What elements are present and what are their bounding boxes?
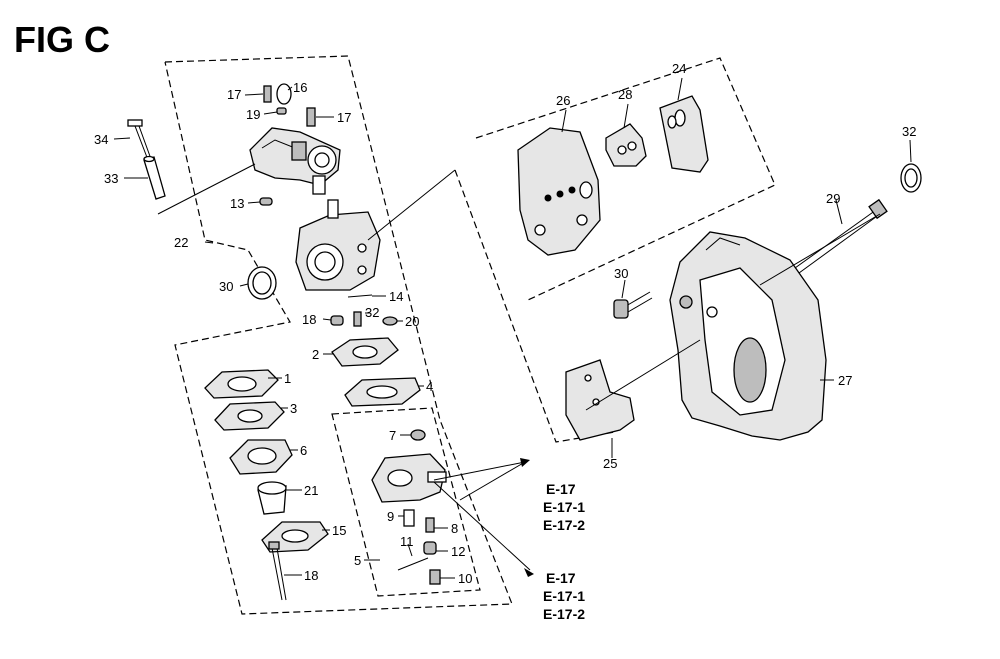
part-diaphragm-3 xyxy=(214,401,285,431)
callout-25: 25 xyxy=(603,456,617,471)
part-diaphragm-4 xyxy=(344,377,421,407)
callout-17b: 17 xyxy=(337,110,351,125)
callout-4: 4 xyxy=(426,379,433,394)
reference-upper: E-17 E-17-1 E-17-2 xyxy=(543,481,585,533)
part-22 xyxy=(382,316,398,326)
part-gasket-1 xyxy=(204,369,279,399)
ref-lower-1: E-17 xyxy=(546,570,576,586)
ref-lower-3: E-17-2 xyxy=(543,606,585,622)
part-spring-20 xyxy=(276,107,287,115)
part-19 xyxy=(330,315,344,326)
callout-35: 34 xyxy=(94,132,108,147)
callout-10: 10 xyxy=(458,571,472,586)
callout-24: 24 xyxy=(672,61,686,76)
ref-upper-1: E-17 xyxy=(546,481,576,497)
part-housing-27 xyxy=(669,231,827,441)
part-primer-21 xyxy=(257,481,287,515)
arrow-lower xyxy=(524,568,534,577)
ref-lower-2: E-17-1 xyxy=(543,588,585,604)
part-plate-24 xyxy=(659,95,709,173)
part-cap-16 xyxy=(276,83,292,105)
part-screw-13 xyxy=(259,197,273,206)
callout-14: 14 xyxy=(389,289,403,304)
callout-28: 28 xyxy=(618,87,632,102)
arrow-upper xyxy=(520,458,530,467)
part-cover-6 xyxy=(229,439,293,475)
ref-upper-2: E-17-1 xyxy=(543,499,585,515)
callout-15: 15 xyxy=(332,523,346,538)
callout-16: 16 xyxy=(293,80,307,95)
callout-6: 6 xyxy=(300,443,307,458)
part-oring-31 xyxy=(247,266,277,300)
part-screw-18 xyxy=(268,541,287,601)
callout-20: 19 xyxy=(246,107,260,122)
figure-title: FIG C xyxy=(14,19,110,60)
callout-31: 30 xyxy=(219,279,233,294)
callout-13: 13 xyxy=(230,196,244,211)
callout-26: 26 xyxy=(556,93,570,108)
callout-9: 9 xyxy=(387,509,394,524)
part-cover-15 xyxy=(261,521,329,553)
part-plate-28 xyxy=(605,123,647,167)
reference-lower: E-17 E-17-1 E-17-2 xyxy=(543,570,585,622)
callout-3: 3 xyxy=(290,401,297,416)
callout-29: 29 xyxy=(826,191,840,206)
callout-18: 18 xyxy=(304,568,318,583)
callout-30: 30 xyxy=(614,266,628,281)
callout-17a: 17 xyxy=(227,87,241,102)
callout-34: 33 xyxy=(104,171,118,186)
part-pump-body xyxy=(371,429,447,585)
part-gasket-2 xyxy=(331,337,399,367)
callout-33: 32 xyxy=(365,305,379,320)
leader-lines xyxy=(113,77,912,579)
callout-12: 12 xyxy=(451,544,465,559)
arrowheads xyxy=(520,458,534,577)
callout-32: 32 xyxy=(902,124,916,139)
part-bolt-29 xyxy=(794,198,888,274)
callout-23: 22 xyxy=(174,235,188,250)
parts xyxy=(127,83,922,601)
part-carb-main-body xyxy=(295,199,381,291)
ref-upper-3: E-17-2 xyxy=(543,517,585,533)
callout-7: 7 xyxy=(389,428,396,443)
part-bolt-35 xyxy=(127,119,152,161)
callout-8: 8 xyxy=(451,521,458,536)
part-plate-25 xyxy=(565,359,635,441)
callout-5: 5 xyxy=(354,553,361,568)
callout-labels: 34 33 17 16 19 17 13 22 30 14 18 32 20 2… xyxy=(94,61,916,586)
part-bolt-30 xyxy=(613,291,653,319)
callout-1: 1 xyxy=(284,371,291,386)
part-33 xyxy=(353,311,362,327)
callout-21: 21 xyxy=(304,483,318,498)
part-gasket-26 xyxy=(517,127,601,256)
callout-22: 20 xyxy=(405,314,419,329)
part-screw-17a xyxy=(263,85,272,103)
callout-27: 27 xyxy=(838,373,852,388)
callout-11: 11 xyxy=(400,534,414,549)
callout-19: 18 xyxy=(302,312,316,327)
part-needle-14 xyxy=(347,294,373,298)
part-sleeve-34 xyxy=(143,155,166,200)
callout-2: 2 xyxy=(312,347,319,362)
part-screw-17b xyxy=(306,107,316,127)
part-washer-32 xyxy=(900,163,922,193)
part-carb-body-top xyxy=(249,127,341,195)
